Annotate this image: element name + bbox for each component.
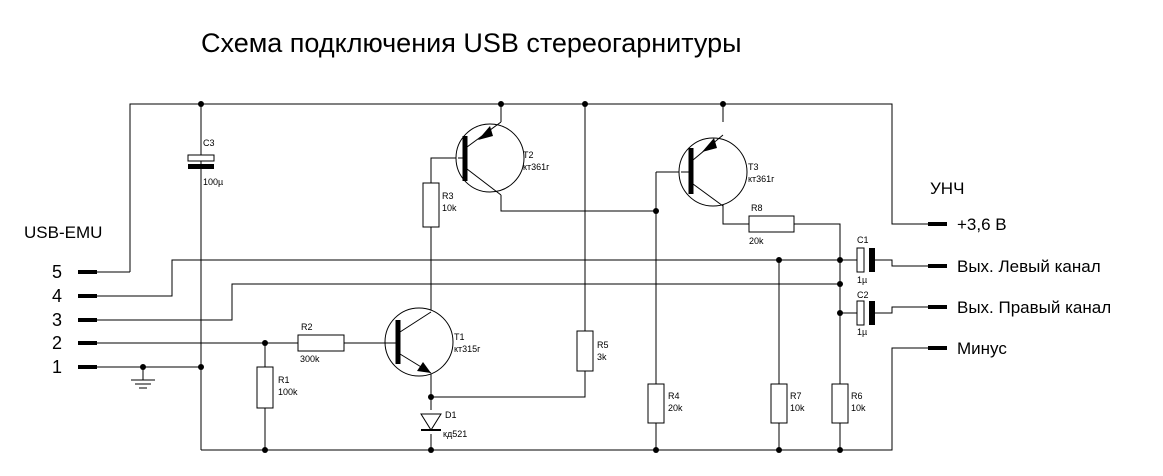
pin-4-terminal xyxy=(78,294,97,298)
t3-ref: T3 xyxy=(748,162,759,172)
resistor-r7: R7 10k xyxy=(770,383,805,424)
t3-emitter-arrow xyxy=(702,138,717,152)
r6-value: 10k xyxy=(851,403,866,413)
resistor-r8: R8 20k xyxy=(748,203,795,246)
output-right-label: Вых. Правый канал xyxy=(957,298,1111,317)
terminal-left xyxy=(928,264,947,268)
c2-value: 1µ xyxy=(857,327,867,337)
r8-ref: R8 xyxy=(751,203,763,213)
r7-value: 10k xyxy=(790,403,805,413)
t2-ref: T2 xyxy=(523,150,534,160)
r2-ref: R2 xyxy=(301,322,313,332)
pin-3-terminal xyxy=(78,318,97,322)
resistor-r6: R6 10k xyxy=(831,383,866,424)
t1-value: кт315г xyxy=(454,344,481,354)
ground-symbol xyxy=(131,379,155,389)
t2-value: кт361г xyxy=(523,162,550,172)
pin-5-label: 5 xyxy=(52,262,62,282)
junctions xyxy=(140,101,843,453)
c1-ref: C1 xyxy=(857,235,869,245)
diagram-title: Схема подключения USB стереогарнитуры xyxy=(201,28,742,58)
pin-1-terminal xyxy=(78,365,97,369)
wires xyxy=(97,103,928,451)
capacitor-c2: C2 1µ xyxy=(852,290,878,337)
transistor-t3: T3 кт361г xyxy=(678,134,775,207)
output-left-label: Вых. Левый канал xyxy=(957,257,1101,276)
pin-2-terminal xyxy=(78,341,97,345)
t1-ref: T1 xyxy=(454,332,465,342)
resistor-r2: R2 300k xyxy=(297,322,345,364)
resistor-r3: R3 10k xyxy=(422,182,457,228)
r5-ref: R5 xyxy=(597,340,609,350)
pin-3-label: 3 xyxy=(52,310,62,330)
d1-value: кд521 xyxy=(443,429,467,439)
resistor-r1: R1 100k xyxy=(256,366,298,409)
r4-ref: R4 xyxy=(668,391,680,401)
r8-value: 20k xyxy=(749,236,764,246)
r3-value: 10k xyxy=(442,203,457,213)
t3-value: кт361г xyxy=(748,174,775,184)
pin-1-label: 1 xyxy=(52,357,62,377)
diode-d1: D1 кд521 xyxy=(420,410,467,439)
pin-5-terminal xyxy=(78,270,97,274)
transistor-t1: T1 кт315г xyxy=(384,307,481,377)
t1-emitter-arrow xyxy=(417,362,431,373)
r7-ref: R7 xyxy=(790,391,802,401)
r2-value: 300k xyxy=(300,354,320,364)
connector-label: USB-EMU xyxy=(24,223,102,242)
t2-emitter-arrow xyxy=(478,126,493,140)
c2-ref: C2 xyxy=(857,290,869,300)
pin-4-label: 4 xyxy=(52,286,62,306)
output-plus-label: +3,6 В xyxy=(957,215,1007,234)
pin-2-label: 2 xyxy=(52,333,62,353)
usb-connector: USB-EMU 5 4 3 2 1 xyxy=(24,223,130,377)
r1-value: 100k xyxy=(278,387,298,397)
c3-value: 100µ xyxy=(203,177,223,187)
amp-terminals: УНЧ +3,6 В Вых. Левый канал Вых. Правый … xyxy=(928,179,1111,358)
r6-ref: R6 xyxy=(851,391,863,401)
r1-ref: R1 xyxy=(278,375,290,385)
terminal-plus xyxy=(928,222,947,226)
resistor-r4: R4 20k xyxy=(647,383,683,424)
d1-ref: D1 xyxy=(445,410,457,420)
terminal-right xyxy=(928,305,947,309)
resistor-r5: R5 3k xyxy=(576,330,609,372)
amp-label: УНЧ xyxy=(930,179,964,198)
c1-value: 1µ xyxy=(857,275,867,285)
r3-ref: R3 xyxy=(442,191,454,201)
capacitor-c1: C1 1µ xyxy=(852,235,878,285)
capacitor-c3: C3 100µ xyxy=(187,138,223,187)
transistor-t2: T2 кт361г xyxy=(455,121,550,196)
r5-value: 3k xyxy=(597,352,607,362)
c3-ref: C3 xyxy=(203,138,215,148)
terminal-minus xyxy=(928,346,947,350)
output-minus-label: Минус xyxy=(957,339,1007,358)
r4-value: 20k xyxy=(668,403,683,413)
